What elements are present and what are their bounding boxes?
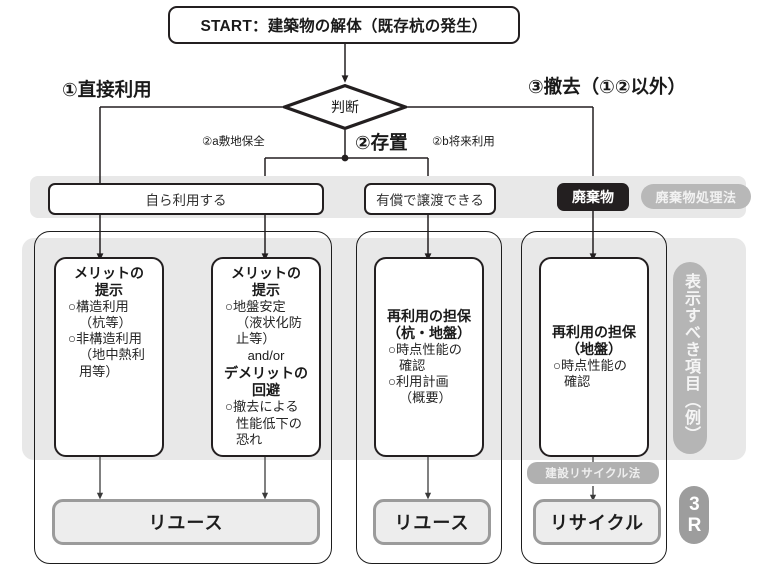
line-hd: （地盤） bbox=[566, 340, 622, 357]
line-hd: 再利用の担保 bbox=[387, 307, 471, 324]
column-frame-paid-transfer bbox=[356, 231, 502, 564]
pill-construction-recycle-law: 建設リサイクル法 bbox=[527, 462, 659, 484]
line-li: ○地盤安定 bbox=[225, 299, 286, 315]
line-hd: 回避 bbox=[252, 382, 280, 399]
detail-box-reuse-ground-content: 再利用の担保 （地盤） ○時点性能の 確認 bbox=[545, 324, 643, 390]
line-li: （液状化防 bbox=[236, 315, 302, 331]
line-andor: and/or bbox=[247, 348, 285, 364]
line-li: 確認 bbox=[564, 374, 591, 390]
midbox-own-use: 自ら利用する bbox=[48, 183, 324, 215]
start-box: START：建築物の解体（既存杭の発生） bbox=[168, 6, 520, 44]
line-li: ○時点性能の bbox=[388, 341, 462, 357]
branch-label-retention: ②存置 bbox=[355, 132, 408, 153]
line-li: 恐れ bbox=[236, 431, 263, 447]
line-hd: 再利用の担保 bbox=[552, 323, 636, 340]
vertical-label-3r: 3R bbox=[679, 486, 709, 544]
line-li: ○撤去による bbox=[225, 399, 299, 415]
detail-box-merit-structural: メリットの 提示 ○構造利用 （杭等） ○非構造利用 （地中熱利 用等） bbox=[54, 257, 164, 457]
result-reuse-own-use: リユース bbox=[52, 499, 320, 545]
detail-box-merit-structural-content: メリットの 提示 ○構造利用 （杭等） ○非構造利用 （地中熱利 用等） bbox=[60, 265, 158, 380]
column-frame-waste bbox=[521, 231, 667, 564]
line-hd: デメリットの bbox=[224, 365, 308, 382]
line-li: ○利用計画 bbox=[388, 374, 449, 390]
line-hd: 提示 bbox=[95, 282, 123, 299]
line-hd: メリットの bbox=[231, 265, 301, 281]
line-li: 性能低下の bbox=[236, 415, 302, 431]
detail-box-reuse-pile-ground: 再利用の担保 （杭・地盤） ○時点性能の 確認 ○利用計画 （概要） bbox=[374, 257, 484, 457]
line-li: （概要） bbox=[399, 390, 452, 406]
result-reuse-paid-transfer: リユース bbox=[373, 499, 491, 545]
detail-box-reuse-ground: 再利用の担保 （地盤） ○時点性能の 確認 bbox=[539, 257, 649, 457]
column-frame-own-use bbox=[34, 231, 332, 564]
midbox-waste: 廃棄物 bbox=[557, 183, 629, 211]
pill-waste-disposal-law: 廃棄物処理法 bbox=[641, 184, 751, 209]
line-li: ○構造利用 bbox=[68, 299, 129, 315]
detail-box-merit-ground-content: メリットの 提示 ○地盤安定 （液状化防 止等） and/or デメリットの 回… bbox=[217, 265, 315, 448]
line-li: ○非構造利用 bbox=[68, 331, 142, 347]
detail-box-reuse-pile-ground-content: 再利用の担保 （杭・地盤） ○時点性能の 確認 ○利用計画 （概要） bbox=[380, 308, 478, 407]
branch-sublabel-future-use: ②b将来利用 bbox=[432, 136, 495, 148]
line-li: ○時点性能の bbox=[553, 357, 627, 373]
branch-sublabel-site-preservation: ②a敷地保全 bbox=[202, 136, 265, 148]
branch-label-removal: ③撤去（①②以外） bbox=[528, 76, 686, 97]
line-li: 確認 bbox=[399, 357, 426, 373]
decision-diamond: 判断 bbox=[283, 84, 407, 130]
midbox-paid-transfer: 有償で譲渡できる bbox=[364, 183, 496, 215]
line-hd: メリットの bbox=[74, 265, 144, 281]
vertical-label-display-items: 表示すべき項目（例） bbox=[673, 262, 707, 454]
line-hd: 提示 bbox=[252, 282, 280, 299]
result-recycle-waste: リサイクル bbox=[533, 499, 661, 545]
detail-box-merit-ground: メリットの 提示 ○地盤安定 （液状化防 止等） and/or デメリットの 回… bbox=[211, 257, 321, 457]
line-li: 用等） bbox=[79, 363, 119, 379]
branch-label-direct-use: ①直接利用 bbox=[62, 79, 152, 100]
line-li: （杭等） bbox=[79, 315, 132, 331]
line-li: 止等） bbox=[236, 331, 276, 347]
line-hd: （杭・地盤） bbox=[387, 324, 471, 341]
line-li: （地中熱利 bbox=[79, 347, 145, 363]
